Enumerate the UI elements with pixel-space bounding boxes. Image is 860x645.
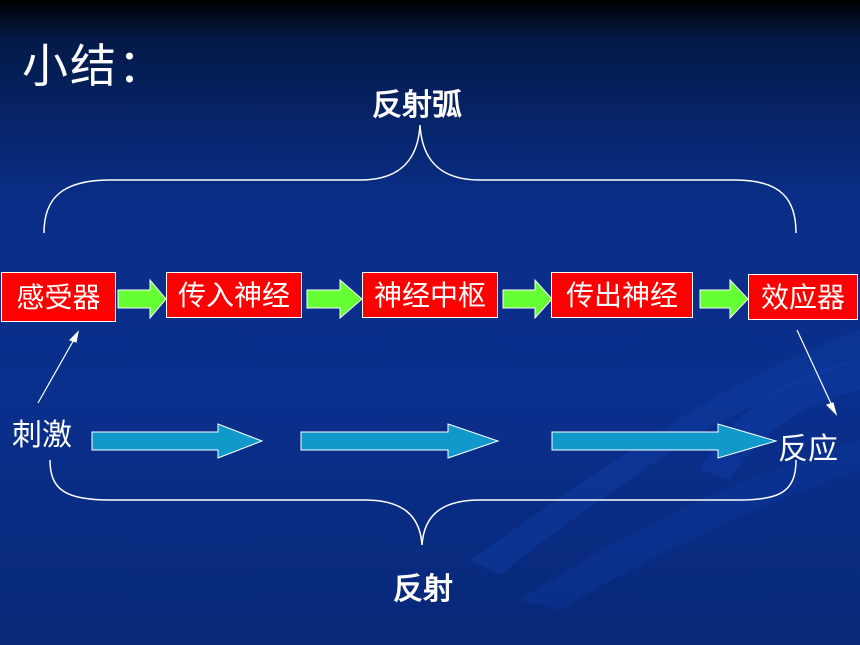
reflex-label: 反射 (393, 572, 453, 607)
top-brace (43, 124, 797, 234)
box-afferent-nerve: 传入神经 (166, 272, 302, 318)
green-arrow-4 (699, 278, 749, 320)
reflex-arc-label: 反射弧 (372, 88, 462, 123)
bottom-brace (49, 459, 797, 546)
page-title: 小结： (22, 39, 166, 93)
green-arrow-2 (306, 278, 363, 320)
box-receptor: 感受器 (1, 272, 116, 322)
cyan-arrow-1 (91, 423, 264, 459)
green-arrow-3 (502, 278, 553, 320)
stimulus-label: 刺激 (12, 418, 72, 453)
box-effector: 效应器 (748, 274, 858, 320)
cyan-arrow-2 (300, 423, 500, 459)
box-efferent-nerve: 传出神经 (551, 272, 693, 318)
response-label: 反应 (778, 432, 838, 467)
stimulus-to-receptor-arrow (37, 330, 79, 404)
effector-to-response-arrow (796, 329, 838, 417)
green-arrow-1 (117, 278, 167, 320)
box-nerve-center: 神经中枢 (362, 272, 498, 318)
cyan-arrow-3 (551, 423, 778, 459)
